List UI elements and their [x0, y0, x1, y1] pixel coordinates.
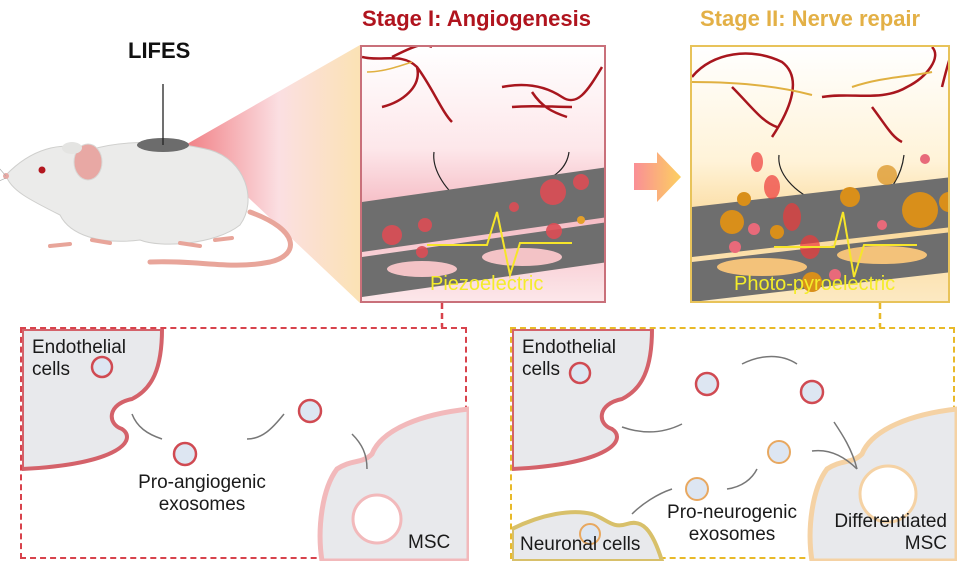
exosome-icon — [579, 440, 791, 545]
mechanism-label: Photo-pyroelectric — [734, 273, 896, 295]
endothelial-cell — [22, 329, 165, 472]
signal-waveform — [774, 211, 917, 278]
implant-device-icon — [137, 84, 189, 152]
blood-vessel — [692, 47, 948, 144]
nerve-fiber — [692, 71, 933, 96]
mouse-illustration — [0, 142, 293, 268]
neuronal-cells-label: Neuronal cells — [520, 534, 641, 555]
blood-vessel — [362, 47, 604, 123]
exosome-icon — [568, 361, 825, 405]
light-cone — [180, 45, 360, 303]
mechanism-label: Piezoelectric — [430, 273, 544, 295]
signal-waveform — [427, 211, 572, 279]
stage1-panel: Piezoelectric — [360, 45, 606, 303]
msc-label: MSC — [408, 532, 451, 553]
stage-transition-arrow — [634, 152, 681, 202]
stage1-title: Stage I: Angiogenesis — [362, 6, 592, 31]
exosome-icon — [90, 355, 323, 467]
device-label: LIFES — [128, 38, 191, 63]
nerve-fiber — [366, 61, 413, 73]
endothelial-cell — [512, 329, 655, 472]
stage2-panel: Photo-pyroelectric — [690, 45, 950, 303]
stage2-title: Stage II: Nerve repair — [700, 6, 921, 31]
